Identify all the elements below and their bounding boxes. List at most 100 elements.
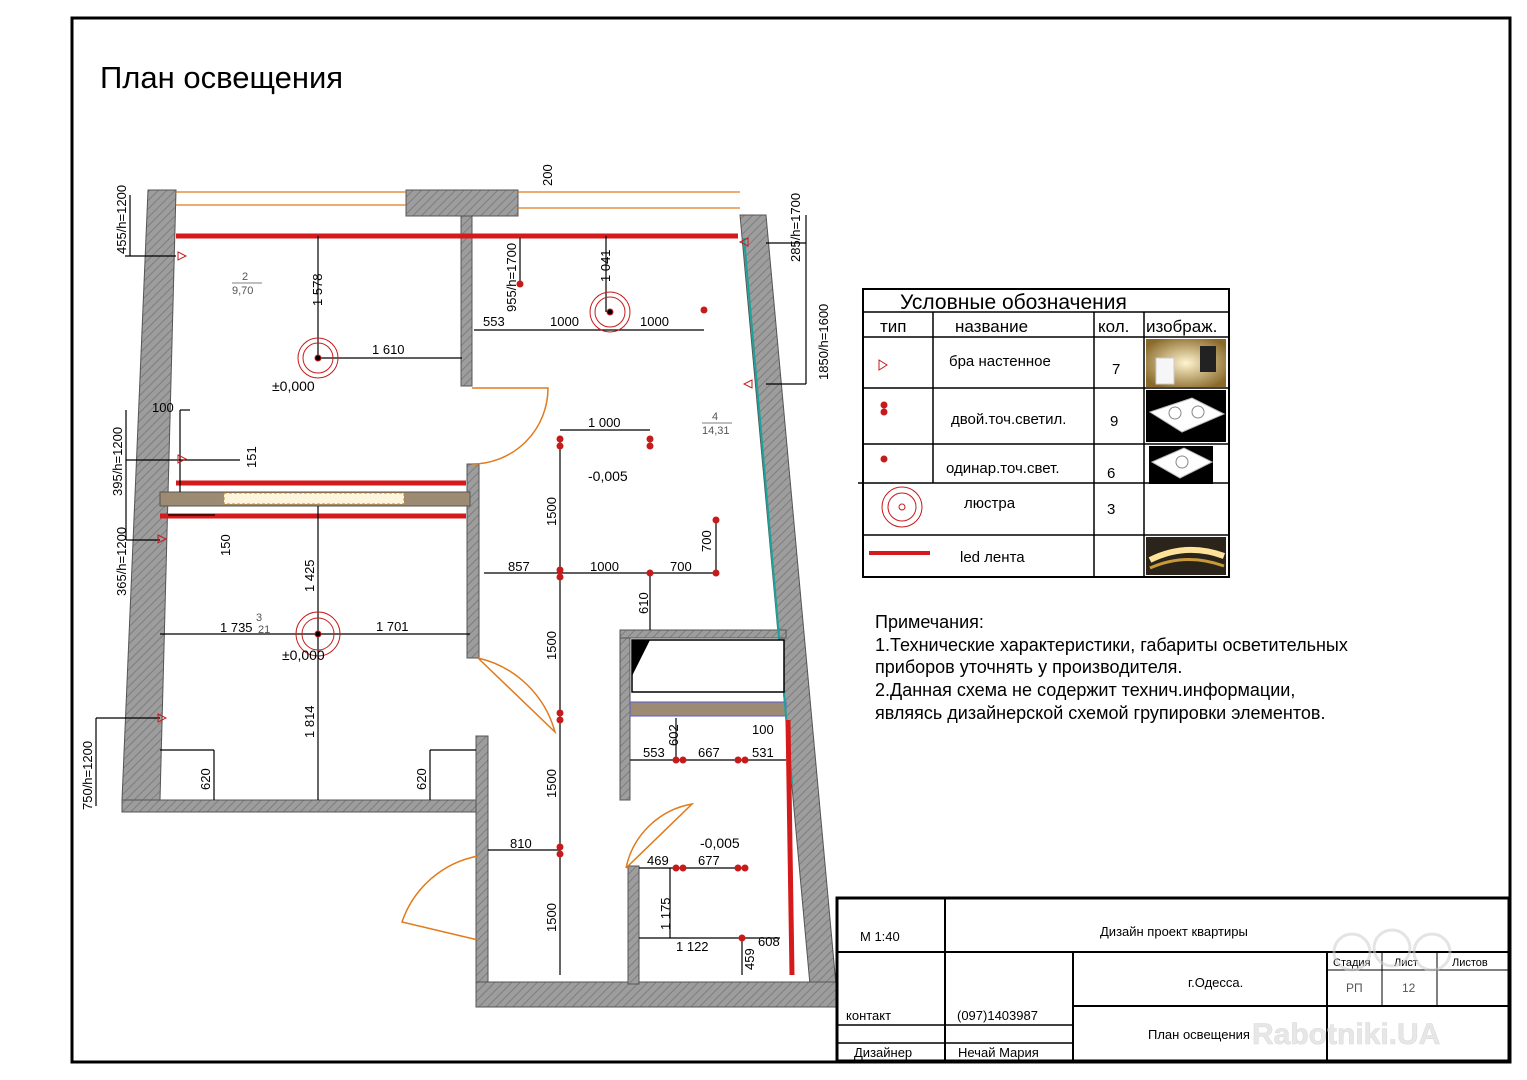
- wall-corridor-left: [475, 735, 489, 983]
- title-block-stage: РП: [1346, 981, 1363, 995]
- sconce-marker: [177, 454, 188, 464]
- legend-header-type: тип: [880, 317, 907, 336]
- bathtub-shade: [632, 640, 650, 676]
- sheet-frame: [70, 16, 1512, 1064]
- dim-label: 285/h=1700: [788, 193, 803, 262]
- dim-label: 1500: [544, 769, 559, 798]
- single-spot: [700, 306, 708, 314]
- double-spot: [556, 566, 564, 581]
- legend-row-name: двой.точ.светил.: [951, 411, 1066, 428]
- notes-line: 1.Технические характеристики, габариты о…: [875, 635, 1348, 655]
- dim-label: 150: [218, 534, 233, 556]
- legend-row-name: люстра: [964, 495, 1016, 512]
- balcony-glass: [743, 237, 793, 785]
- room-area: 21: [258, 624, 270, 636]
- title-block-drawing: План освещения: [1148, 1027, 1250, 1042]
- wall-top-pier: [405, 189, 519, 217]
- chandelier-symbol: [881, 486, 923, 528]
- watermark-logo: [1412, 932, 1452, 972]
- single-spot-symbol: [880, 455, 888, 463]
- double-spot: [672, 864, 687, 872]
- dim-label: 1 425: [302, 559, 317, 592]
- dimension-lines: [95, 195, 807, 975]
- dim-label: 395/h=1200: [110, 427, 125, 496]
- bathtub: [631, 639, 785, 693]
- watermark-logo: [1332, 932, 1372, 972]
- single-spot: [712, 569, 720, 577]
- wall-room2-right: [460, 215, 473, 387]
- room-area: 9,70: [232, 285, 253, 297]
- walls: [121, 189, 839, 1008]
- single-spot-icon: [1149, 446, 1214, 484]
- sconce-marker: [157, 534, 168, 544]
- window-line: [176, 191, 740, 209]
- dim-label: 620: [414, 768, 429, 790]
- dim-label: 100: [752, 722, 774, 737]
- sconce-marker: [157, 713, 168, 723]
- title-block-designer-label: Дизайнер: [854, 1045, 912, 1060]
- bath-partition: [629, 701, 787, 717]
- wall-bath-left-b: [627, 865, 640, 985]
- dim-label: 1 122: [676, 939, 709, 954]
- notes-line: являясь дизайнерской схемой групировки э…: [875, 703, 1325, 723]
- dim-label: 810: [510, 836, 532, 851]
- dim-label: 1 000: [588, 415, 621, 430]
- dim-label: 602: [666, 724, 681, 746]
- chandelier-room3: [295, 611, 341, 657]
- title-block-scale: М 1:40: [860, 929, 900, 944]
- notes-heading: Примечания:: [875, 612, 984, 632]
- double-spot: [556, 709, 564, 724]
- level-mark: -0,005: [588, 468, 628, 484]
- level-mark: ±0,000: [282, 647, 325, 663]
- double-spot-icon: [1146, 390, 1226, 442]
- floor-plan: 200 455/h=1200 1 578 1 610 955/h=1700 1 …: [80, 164, 839, 1008]
- legend-row-qty: 7: [1112, 361, 1120, 378]
- double-spot: [556, 435, 564, 450]
- double-spot: [734, 756, 749, 764]
- dim-label: 469: [647, 853, 669, 868]
- dim-label: 1000: [590, 559, 619, 574]
- chandelier-room2: [297, 337, 339, 379]
- title-block: М 1:40 Дизайн проект квартиры г.Одесса. …: [835, 896, 1511, 1063]
- dim-label: 608: [758, 934, 780, 949]
- dim-label: 553: [643, 745, 665, 760]
- single-spot: [516, 280, 524, 288]
- level-marks: ±0,000 ±0,000 -0,005 -0,005: [272, 378, 740, 851]
- doors: [401, 387, 695, 941]
- room-area: 14,31: [702, 425, 730, 437]
- notes-line: 2.Данная схема не содержит технич.информ…: [875, 680, 1295, 700]
- wall-bottom-left: [121, 799, 489, 813]
- title-block-sheet-label: Лист: [1394, 957, 1418, 969]
- room-tags: 2 9,70 4 14,31 3 21: [232, 271, 732, 636]
- legend-title: Условные обозначения: [900, 291, 1127, 314]
- double-spot-symbol: [880, 401, 888, 416]
- dim-label: 1 814: [302, 705, 317, 738]
- dim-label: 100: [152, 400, 174, 415]
- level-mark: -0,005: [700, 835, 740, 851]
- dim-label: 365/h=1200: [114, 527, 129, 596]
- legend-row-name: бра настенное: [949, 353, 1051, 370]
- dimension-labels: 200 455/h=1200 1 578 1 610 955/h=1700 1 …: [80, 164, 831, 970]
- dim-label: 1500: [544, 631, 559, 660]
- single-spot: [712, 516, 720, 524]
- sconce-marker: [738, 237, 749, 247]
- page-title: План освещения: [100, 60, 343, 95]
- dim-label: 955/h=1700: [504, 243, 519, 312]
- dim-label: 700: [699, 530, 714, 552]
- wall-bath-left-a: [619, 629, 631, 801]
- double-spot: [734, 864, 749, 872]
- legend-row-name: одинар.точ.свет.: [946, 460, 1060, 477]
- legend-row-qty: 6: [1107, 465, 1115, 482]
- dim-label: 1 735: [220, 620, 253, 635]
- wall-bath-top: [619, 629, 787, 639]
- legend-table: Условные обозначения тип название кол. и…: [858, 288, 1230, 578]
- led-strip-icon: [1146, 537, 1226, 575]
- dim-label: 1 175: [658, 897, 673, 930]
- wall-sconces: [157, 237, 753, 723]
- dim-label: 857: [508, 559, 530, 574]
- double-spot: [672, 756, 687, 764]
- dim-label: 1000: [640, 314, 669, 329]
- dim-label: 1 041: [598, 249, 613, 282]
- legend-header-qty: кол.: [1098, 317, 1129, 336]
